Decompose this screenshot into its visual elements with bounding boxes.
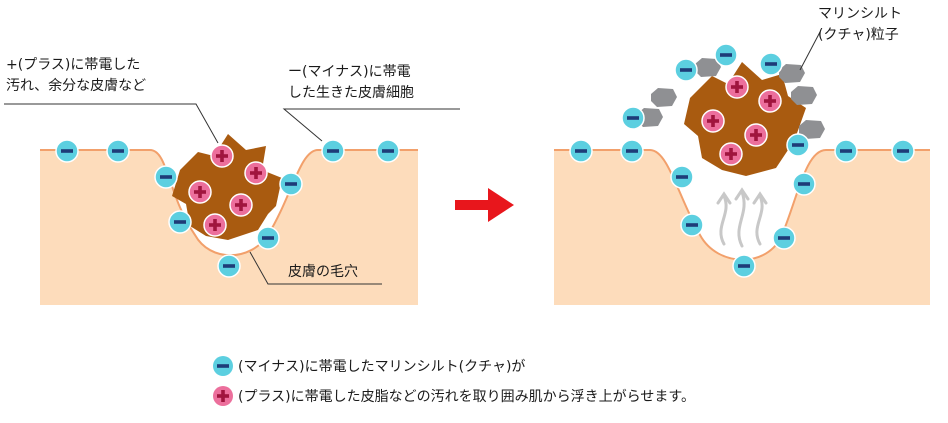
left-skin-panel bbox=[4, 103, 460, 305]
plus-ion-icon bbox=[210, 144, 234, 168]
rising-arrows-icon bbox=[716, 187, 768, 248]
plus-ion-icon bbox=[229, 193, 253, 217]
minus-ion-icon bbox=[213, 356, 233, 376]
callout-lines bbox=[4, 103, 460, 285]
plus-charged-label-line1: +(プラス)に帯電した bbox=[6, 57, 141, 73]
plus-ion-icon bbox=[203, 213, 227, 237]
minus-ion-icon bbox=[168, 210, 192, 234]
minus-ion-icon bbox=[891, 139, 915, 163]
pore-callout-line bbox=[249, 251, 382, 285]
legend-plus-text: (プラス)に帯電した皮脂などの汚れを取り囲み肌から浮き上がらせます。 bbox=[238, 389, 695, 405]
plus-ion-icon bbox=[758, 89, 782, 113]
legend-minus-text: (マイナス)に帯電したマリンシルト(クチャ)が bbox=[238, 359, 526, 375]
minus-callout-line bbox=[282, 108, 460, 142]
minus-ion-icon bbox=[106, 139, 130, 163]
left-skin bbox=[40, 150, 418, 305]
marine-silt-label-line2: (クチャ)粒子 bbox=[818, 27, 899, 43]
plus-charged-label: +(プラス)に帯電した 汚れ、余分な皮膚など bbox=[6, 55, 146, 97]
right-skin bbox=[554, 150, 930, 305]
minus-ion-icon bbox=[621, 106, 645, 130]
minus-ion-icon bbox=[674, 58, 698, 82]
right-arrow-icon bbox=[455, 188, 514, 222]
left-dirt-clump bbox=[172, 134, 282, 240]
minus-ion-icon bbox=[376, 139, 400, 163]
plus-ion-icon bbox=[719, 142, 743, 166]
minus-ion-icon bbox=[154, 165, 178, 189]
minus-ion-icon bbox=[834, 139, 858, 163]
minus-ion-icon bbox=[256, 226, 280, 250]
minus-ion-icon bbox=[792, 172, 816, 196]
silt-particle bbox=[651, 88, 677, 107]
minus-ion-icon bbox=[321, 139, 345, 163]
plus-callout-line bbox=[4, 103, 219, 144]
minus-ion-icon bbox=[714, 43, 738, 67]
plus-ion-icon bbox=[213, 386, 233, 406]
silt-particle bbox=[791, 86, 817, 105]
minus-ion-icon bbox=[759, 52, 783, 76]
minus-ion-icon bbox=[279, 172, 303, 196]
minus-charged-label-line1: ー(マイナス)に帯電 bbox=[288, 64, 411, 80]
minus-ion-icon bbox=[620, 139, 644, 163]
plus-ion-icon bbox=[744, 123, 768, 147]
minus-ion-icon bbox=[217, 254, 241, 278]
minus-charged-label-line2: した生きた皮膚細胞 bbox=[288, 85, 414, 101]
legend-plus: (プラス)に帯電した皮脂などの汚れを取り囲み肌から浮き上がらせます。 bbox=[212, 384, 695, 408]
plus-ion-icon bbox=[725, 75, 749, 99]
pore-label: 皮膚の毛穴 bbox=[288, 264, 358, 280]
right-dirt-clump bbox=[684, 62, 806, 176]
marine-silt-label: マリンシルト (クチャ)粒子 bbox=[818, 4, 902, 46]
marine-silt-label-line1: マリンシルト bbox=[818, 6, 902, 22]
minus-ion-icon bbox=[732, 254, 756, 278]
minus-ion-icon bbox=[670, 165, 694, 189]
right-skin-panel bbox=[554, 31, 930, 305]
plus-ion-icon bbox=[701, 109, 725, 133]
plus-charged-label-line2: 汚れ、余分な皮膚など bbox=[6, 78, 147, 94]
silt-callout-line bbox=[799, 31, 821, 71]
minus-ion-icon bbox=[569, 139, 593, 163]
plus-ion-icon bbox=[244, 161, 268, 185]
legend-minus: (マイナス)に帯電したマリンシルト(クチャ)が bbox=[212, 354, 525, 378]
minus-charged-label: ー(マイナス)に帯電 した生きた皮膚細胞 bbox=[288, 62, 414, 104]
plus-ion-icon bbox=[188, 180, 212, 204]
minus-ion-icon bbox=[786, 133, 810, 157]
minus-ion-icon bbox=[772, 226, 796, 250]
minus-ion-icon bbox=[55, 139, 79, 163]
minus-ion-icon bbox=[680, 213, 704, 237]
